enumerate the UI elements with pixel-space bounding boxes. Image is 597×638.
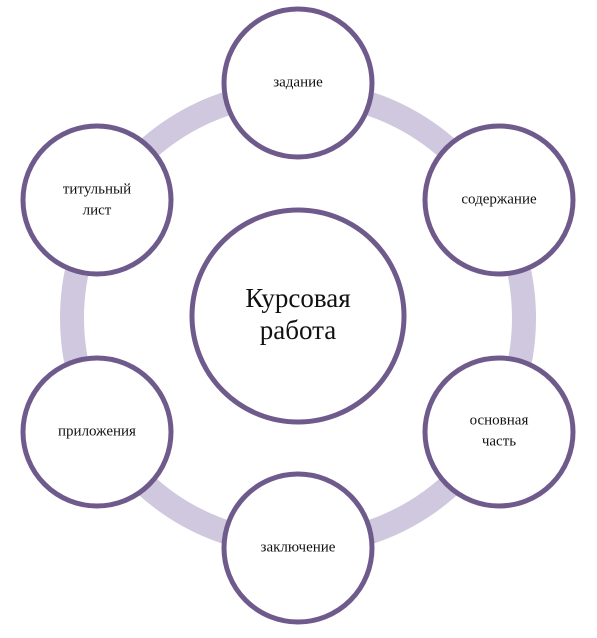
center-label-line-1: Курсовая xyxy=(245,283,350,313)
node-label-line-1: основная xyxy=(470,412,529,428)
node-main-part: основная часть xyxy=(422,355,576,509)
node-circle xyxy=(422,355,576,509)
node-conclusion: заключение xyxy=(221,471,375,625)
node-circle xyxy=(221,471,375,625)
node-title-page: титульный лист xyxy=(20,123,174,277)
node-appendices: приложения xyxy=(20,355,174,509)
center-label-line-2: работа xyxy=(260,315,336,345)
node-label-line-1: заключение xyxy=(261,539,336,555)
node-label-line-1: титульный xyxy=(63,181,131,197)
node-label-line-1: задание xyxy=(273,74,323,90)
node-contents: содержание xyxy=(422,123,576,277)
node-label-line-1: содержание xyxy=(461,191,537,207)
center-node-course-work: Курсовая работа xyxy=(189,207,407,425)
node-circle xyxy=(422,123,576,277)
node-label-line-2: часть xyxy=(482,433,516,449)
node-task: задание xyxy=(221,6,375,160)
center-circle xyxy=(189,207,407,425)
node-circle xyxy=(221,6,375,160)
node-label-line-2: лист xyxy=(83,202,112,218)
node-circle xyxy=(20,123,174,277)
node-circle xyxy=(20,355,174,509)
node-label-line-1: приложения xyxy=(58,423,136,439)
